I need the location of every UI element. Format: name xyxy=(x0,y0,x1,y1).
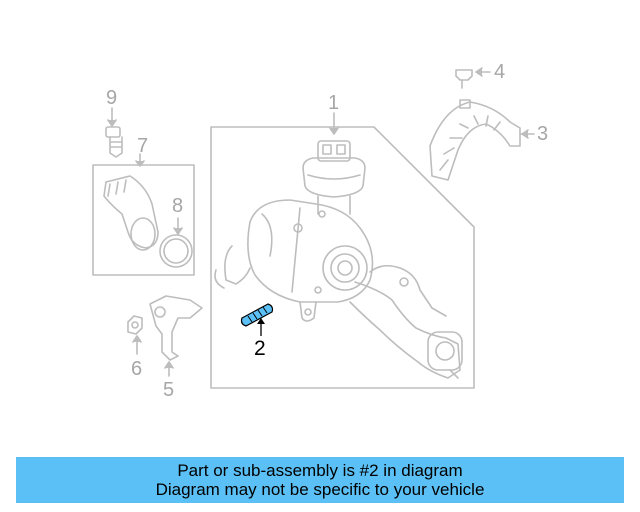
callout-2: 2 xyxy=(254,337,266,360)
bracket-5 xyxy=(149,295,203,377)
callout-1: 1 xyxy=(328,92,340,114)
nut-6 xyxy=(127,315,143,355)
o-ring-8 xyxy=(159,217,193,268)
intake-pipe-7 xyxy=(103,175,159,251)
callout-8: 8 xyxy=(172,195,184,217)
banner-line-2: Diagram may not be specific to your vehi… xyxy=(155,480,485,499)
callout-6: 6 xyxy=(131,358,143,380)
callout-5: 5 xyxy=(163,379,175,401)
bolt-9 xyxy=(105,107,123,158)
exhaust-manifold xyxy=(349,264,463,379)
parts-diagram xyxy=(92,67,535,389)
turbo-actuator xyxy=(302,140,366,215)
stud-part-2[interactable] xyxy=(240,303,274,336)
bolt-4 xyxy=(455,69,491,89)
assembly-frame xyxy=(210,126,475,389)
heat-shield xyxy=(429,99,535,181)
callout-3: 3 xyxy=(537,123,549,145)
subassembly-box-7-8 xyxy=(92,164,195,276)
turbo-housing xyxy=(214,199,374,322)
callout-4: 4 xyxy=(494,61,506,83)
info-banner: Part or sub-assembly is #2 in diagram Di… xyxy=(16,457,624,503)
callout-7: 7 xyxy=(137,135,149,157)
banner-line-1: Part or sub-assembly is #2 in diagram xyxy=(177,461,463,480)
callout-9: 9 xyxy=(106,87,118,109)
